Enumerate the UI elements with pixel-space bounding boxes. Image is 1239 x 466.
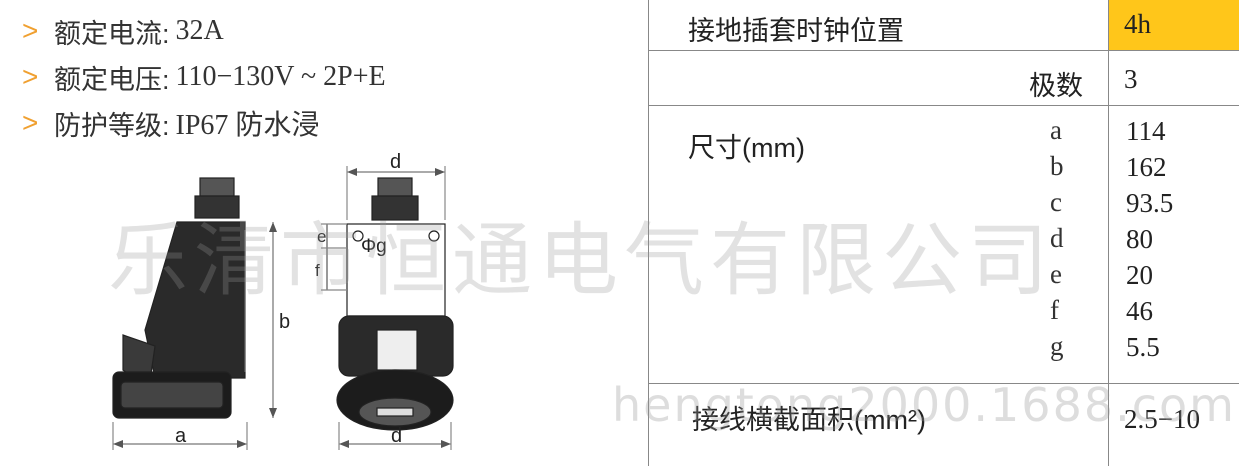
table-row-divider bbox=[648, 105, 1239, 106]
dimension-value: 80 bbox=[1126, 224, 1153, 254]
dim-label-d-top: d bbox=[390, 151, 401, 173]
dim-label-e: e bbox=[317, 227, 326, 246]
front-view-drawing bbox=[321, 166, 454, 450]
dim-label-d-bottom: d bbox=[391, 425, 402, 447]
cross-section-value: 2.5−10 bbox=[1124, 404, 1200, 434]
earth-value-highlight bbox=[1109, 0, 1239, 50]
spec-value: 32A bbox=[175, 15, 224, 46]
spec-label: 额定电压: bbox=[54, 64, 170, 95]
spec-table: 接地插套时钟位置 4h 极数 3 尺寸(mm) a b c d e f g 11… bbox=[648, 0, 1239, 466]
dim-label-phi-g: Φg bbox=[361, 236, 387, 257]
table-column-divider bbox=[1108, 0, 1109, 466]
dimension-key: e bbox=[1050, 259, 1062, 289]
dimension-value: 93.5 bbox=[1126, 188, 1174, 218]
table-row-divider bbox=[648, 383, 1239, 384]
dimension-key: d bbox=[1050, 223, 1064, 253]
bullet-arrow-icon: > bbox=[22, 107, 39, 138]
dimension-values: 114 162 93.5 80 20 46 5.5 bbox=[1126, 113, 1173, 365]
dim-label-f: f bbox=[315, 261, 320, 280]
dimension-key: g bbox=[1050, 331, 1064, 361]
spec-value: IP67 防水浸 bbox=[175, 110, 320, 141]
dimension-label: 尺寸(mm) bbox=[688, 133, 805, 163]
spec-value: 110−130V ~ 2P+E bbox=[175, 61, 386, 92]
socket-technical-drawing: d Φg e f b a d bbox=[112, 151, 454, 450]
dimension-key: f bbox=[1050, 295, 1059, 325]
dimension-key: a bbox=[1050, 115, 1062, 145]
spec-rated-voltage: > 额定电压: 110−130V ~ 2P+E bbox=[22, 54, 386, 100]
spec-protection-class: > 防护等级: IP67 防水浸 bbox=[22, 100, 386, 146]
cross-section-label: 接线横截面积(mm²) bbox=[692, 405, 926, 435]
poles-label: 极数 bbox=[1029, 71, 1083, 101]
poles-value: 3 bbox=[1124, 64, 1138, 94]
dimension-value: 46 bbox=[1126, 296, 1153, 326]
dim-label-a: a bbox=[175, 425, 187, 447]
dimension-value: 162 bbox=[1126, 152, 1167, 182]
dimension-value: 114 bbox=[1126, 116, 1166, 146]
earth-position-label: 接地插套时钟位置 bbox=[688, 16, 904, 46]
dimension-key: c bbox=[1050, 187, 1062, 217]
earth-position-value: 4h bbox=[1124, 9, 1151, 39]
dimension-key: b bbox=[1050, 151, 1064, 181]
bullet-arrow-icon: > bbox=[22, 15, 39, 46]
dimension-value: 5.5 bbox=[1126, 332, 1160, 362]
dimension-value: 20 bbox=[1126, 260, 1153, 290]
spec-rated-current: > 额定电流: 32A bbox=[22, 8, 386, 54]
table-row-divider bbox=[648, 50, 1239, 51]
dim-label-b: b bbox=[279, 311, 290, 333]
side-view-drawing bbox=[112, 177, 277, 450]
spec-list: > 额定电流: 32A > 额定电压: 110−130V ~ 2P+E > 防护… bbox=[22, 8, 386, 146]
dimension-keys: a b c d e f g bbox=[1050, 112, 1064, 364]
bullet-arrow-icon: > bbox=[22, 61, 39, 92]
table-border-left bbox=[648, 0, 649, 466]
spec-label: 额定电流: bbox=[54, 18, 170, 49]
spec-label: 防护等级: bbox=[54, 110, 170, 141]
